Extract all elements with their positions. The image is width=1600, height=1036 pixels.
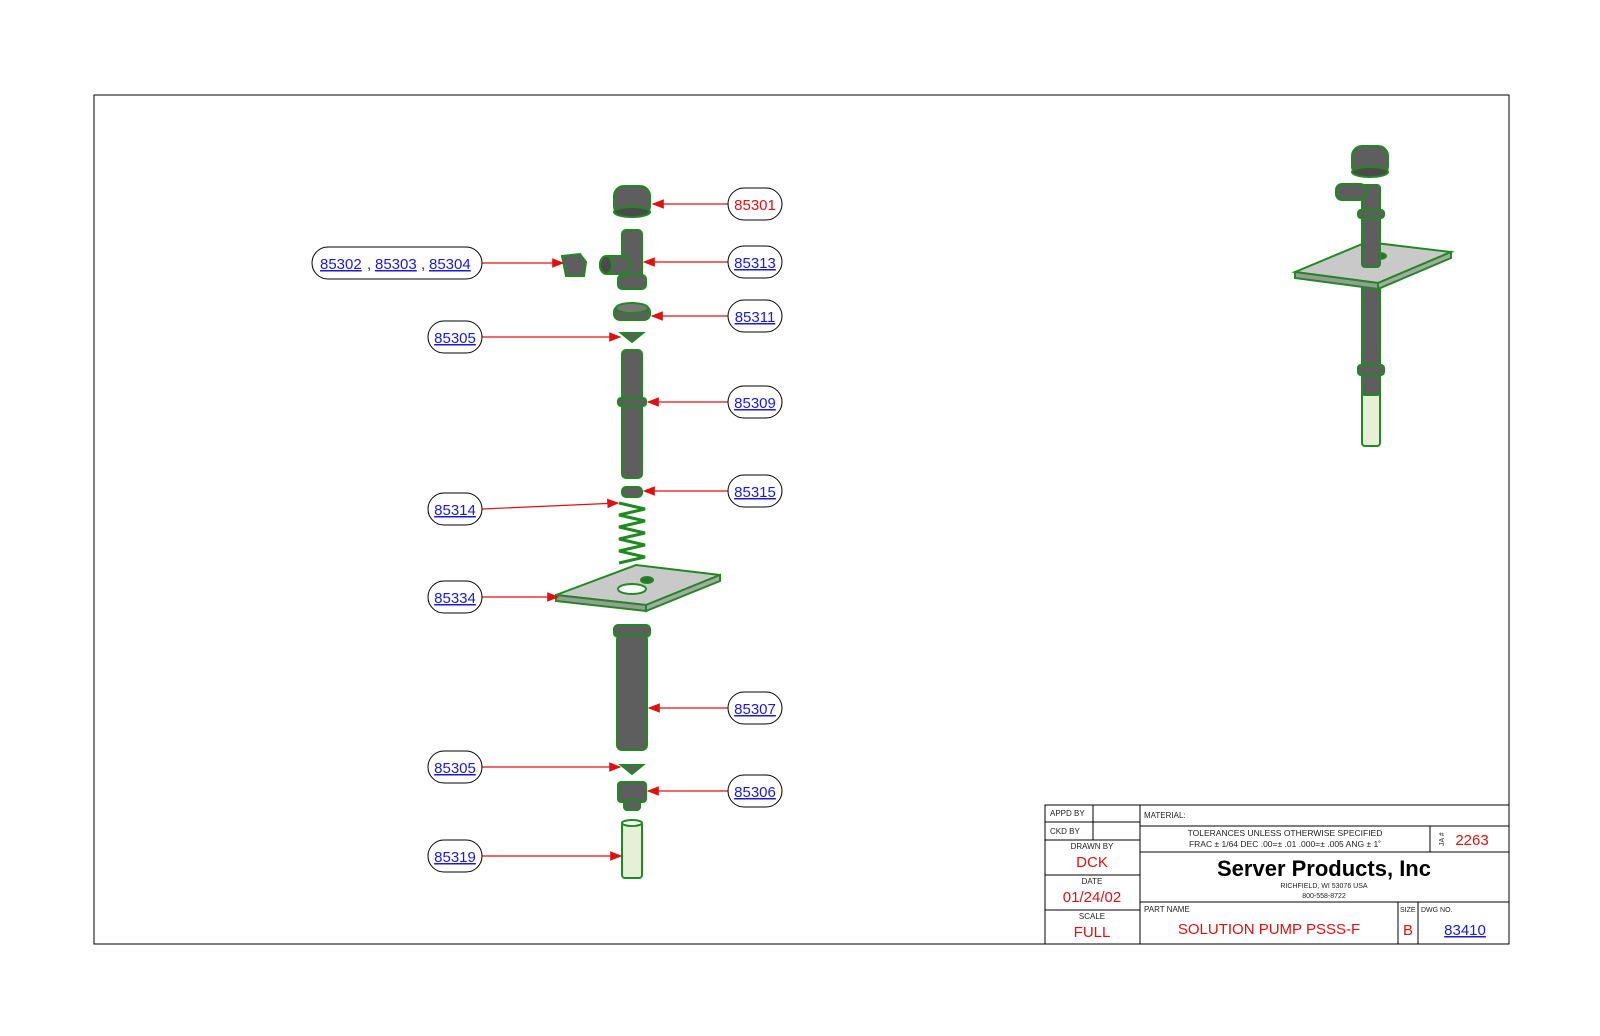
callout-85319[interactable]: 85319 <box>427 839 483 873</box>
callout-85309[interactable]: 85309 <box>727 385 783 419</box>
part-spring <box>618 501 646 565</box>
ja-label: JA # <box>1439 832 1446 846</box>
part-link[interactable]: 85334 <box>434 590 476 607</box>
part-link[interactable]: 85319 <box>434 849 476 866</box>
tolerance-line-2: FRAC ± 1/64 DEC .00=± .01 .000=± .005 AN… <box>1189 839 1381 849</box>
dwg-no-label: DWG NO. <box>1421 907 1453 914</box>
ja-number: 2263 <box>1455 832 1488 849</box>
part-link[interactable]: 85314 <box>434 502 476 519</box>
part-foot-valve <box>617 781 647 811</box>
part-check-valve-bottom <box>618 764 646 776</box>
scale-value: FULL <box>1074 924 1111 941</box>
drawn-by-label: DRAWN BY <box>1071 842 1114 851</box>
drawn-by-value: DCK <box>1076 854 1108 871</box>
part-nut <box>613 302 651 321</box>
part-link[interactable]: 85313 <box>734 255 776 272</box>
sheet-border <box>93 94 1510 945</box>
callout-85301: 85301 <box>727 187 783 221</box>
callout-85311[interactable]: 85311 <box>727 299 783 333</box>
callout-85314[interactable]: 85314 <box>427 492 483 526</box>
part-plunger <box>617 349 647 479</box>
part-cap <box>613 185 651 218</box>
part-tee-body <box>599 229 647 290</box>
callout-85334[interactable]: 85334 <box>427 580 483 614</box>
part-link[interactable]: 85304 <box>429 256 471 273</box>
date-value: 01/24/02 <box>1063 889 1121 906</box>
separator: , <box>367 256 371 273</box>
part-pump-body <box>613 624 651 751</box>
company-name: Server Products, Inc <box>1217 856 1431 881</box>
callout-85302-85303-85304[interactable]: 85302 , 85303 , 85304 <box>311 246 483 280</box>
part-link[interactable]: 85309 <box>734 395 776 412</box>
part-elbow <box>560 252 588 277</box>
tolerance-line-1: TOLERANCES UNLESS OTHERWISE SPECIFIED <box>1188 828 1383 838</box>
part-o-ring <box>621 486 643 498</box>
part-link[interactable]: 85311 <box>735 309 776 326</box>
material-label: MATERIAL: <box>1144 811 1186 820</box>
company-address: RICHFIELD, WI 53076 USA <box>1280 883 1367 890</box>
part-link[interactable]: 85305 <box>434 760 476 777</box>
callout-85307[interactable]: 85307 <box>727 691 783 725</box>
callout-85305-top[interactable]: 85305 <box>427 320 483 354</box>
size-value: B <box>1403 922 1413 939</box>
scale-label: SCALE <box>1079 912 1105 921</box>
title-block <box>1044 804 1510 945</box>
part-name-value: SOLUTION PUMP PSSS-F <box>1178 921 1360 938</box>
callout-85313[interactable]: 85313 <box>727 245 783 279</box>
part-link[interactable]: 85315 <box>734 484 776 501</box>
exploded-assembly <box>555 185 721 879</box>
part-link[interactable]: 85305 <box>434 330 476 347</box>
callout-85315[interactable]: 85315 <box>727 474 783 508</box>
part-link[interactable]: 85306 <box>734 784 776 801</box>
part-name-label: PART NAME <box>1144 905 1190 914</box>
callout-85305-bottom[interactable]: 85305 <box>427 750 483 784</box>
part-link[interactable]: 85302 <box>320 256 362 273</box>
size-label: SIZE <box>1400 907 1416 914</box>
part-link[interactable]: 85307 <box>734 701 776 718</box>
appd-by-label: APPD BY <box>1050 809 1085 818</box>
callout-label: 85301 <box>734 197 776 214</box>
company-phone: 800-558-8722 <box>1302 893 1346 900</box>
callout-85306[interactable]: 85306 <box>727 774 783 808</box>
part-check-valve-top <box>618 332 646 344</box>
part-inlet-tube <box>621 819 643 879</box>
dwg-no-link[interactable]: 83410 <box>1444 922 1486 939</box>
part-mounting-plate <box>555 563 721 613</box>
date-label: DATE <box>1082 877 1103 886</box>
assembled-view <box>1291 145 1455 447</box>
part-link[interactable]: 85303 <box>375 256 417 273</box>
ckd-by-label: CKD BY <box>1050 827 1080 836</box>
separator: , <box>421 256 425 273</box>
title-block-text: APPD BY CKD BY DRAWN BY DCK DATE 01/24/0… <box>1050 809 1489 941</box>
leader-lines <box>481 199 728 861</box>
